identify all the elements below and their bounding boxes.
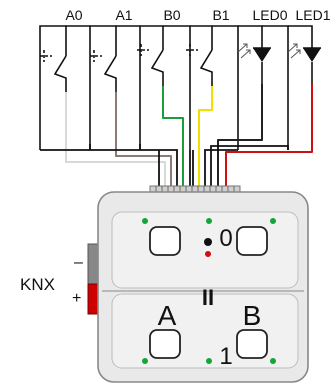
label-a1: A1 bbox=[115, 7, 132, 23]
bus-plus-sign: + bbox=[72, 290, 81, 307]
led0-light-arrows bbox=[237, 43, 251, 59]
switch-b1 bbox=[186, 44, 213, 86]
label-b1: B1 bbox=[212, 7, 229, 23]
wire-b0 bbox=[162, 86, 184, 190]
label-led1: LED1 bbox=[295, 7, 330, 23]
status-led bbox=[206, 218, 212, 224]
upper-rocker[interactable] bbox=[111, 211, 299, 289]
status-led bbox=[142, 358, 148, 364]
label-a0: A0 bbox=[65, 7, 82, 23]
wire-a1 bbox=[115, 92, 172, 190]
led0 bbox=[237, 42, 271, 84]
status-leds bbox=[142, 218, 276, 364]
switches bbox=[40, 44, 213, 92]
wire-b1 bbox=[198, 86, 213, 190]
status-led bbox=[270, 218, 276, 224]
bus-label: KNX bbox=[20, 275, 55, 294]
label-led0: LED0 bbox=[252, 7, 287, 23]
switch-a0 bbox=[40, 50, 67, 92]
switch-a1 bbox=[90, 50, 117, 92]
led1-light-arrows bbox=[287, 43, 301, 59]
programming-button[interactable] bbox=[204, 238, 212, 246]
top-common-line bbox=[39, 25, 313, 150]
right-label: B bbox=[243, 300, 262, 331]
center-mark: II bbox=[202, 285, 214, 310]
programming-led bbox=[205, 251, 211, 257]
button-lower-right[interactable] bbox=[236, 329, 268, 359]
status-led bbox=[206, 358, 212, 364]
wire-led0 bbox=[217, 84, 263, 190]
wire-a0 bbox=[65, 92, 166, 190]
switch-b0 bbox=[137, 44, 164, 86]
upper-rocker-label: 0 bbox=[219, 225, 232, 252]
wire-led1 bbox=[225, 84, 313, 190]
lower-rocker-label: 1 bbox=[219, 343, 232, 370]
led1 bbox=[287, 42, 321, 84]
bus-minus-sign: – bbox=[74, 254, 83, 271]
button-upper-right[interactable] bbox=[236, 226, 268, 256]
status-led bbox=[142, 218, 148, 224]
label-b0: B0 bbox=[163, 7, 180, 23]
button-lower-left[interactable] bbox=[149, 329, 181, 359]
button-upper-left[interactable] bbox=[149, 226, 181, 256]
status-led bbox=[270, 358, 276, 364]
input-wires bbox=[65, 84, 313, 190]
common-wires bbox=[40, 144, 289, 190]
left-label: A bbox=[158, 300, 177, 331]
